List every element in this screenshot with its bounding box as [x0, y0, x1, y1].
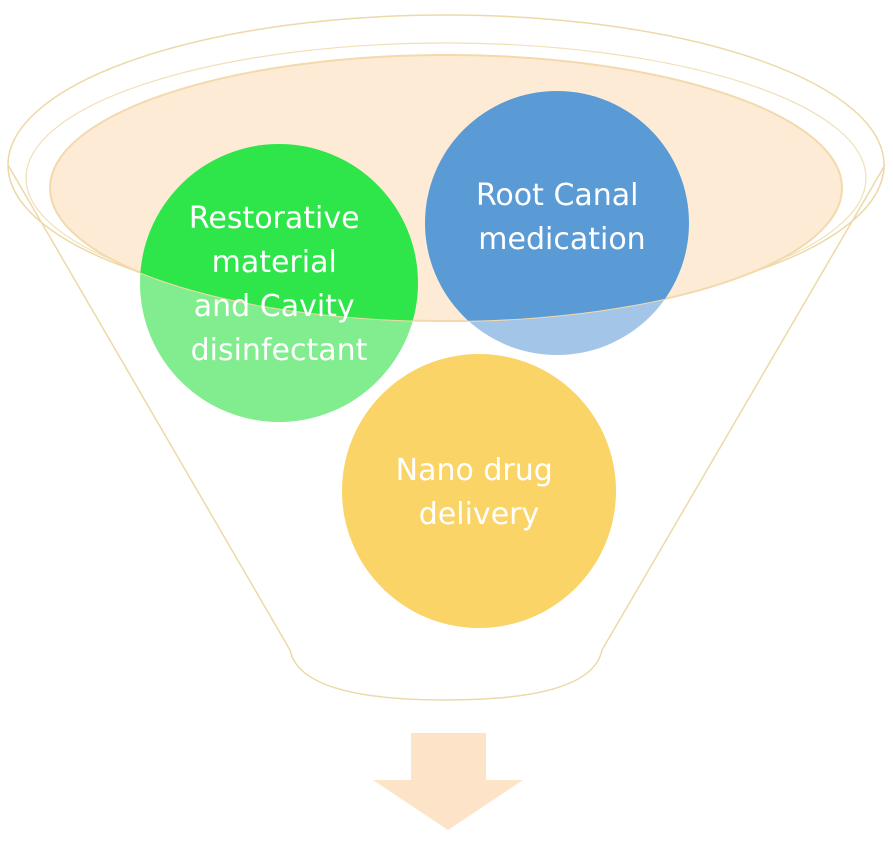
label-root-canal: Root Canal medication — [476, 178, 648, 257]
circle-root-canal-saturated — [425, 91, 689, 321]
circle-restorative-saturated — [140, 144, 418, 321]
label-restorative: Restorative material and Cavity disinfec… — [189, 201, 369, 368]
circle-nano — [342, 354, 616, 628]
label-nano: Nano drug delivery — [396, 453, 563, 532]
circle-overlap-group — [140, 91, 689, 321]
down-arrow-icon — [373, 733, 523, 830]
